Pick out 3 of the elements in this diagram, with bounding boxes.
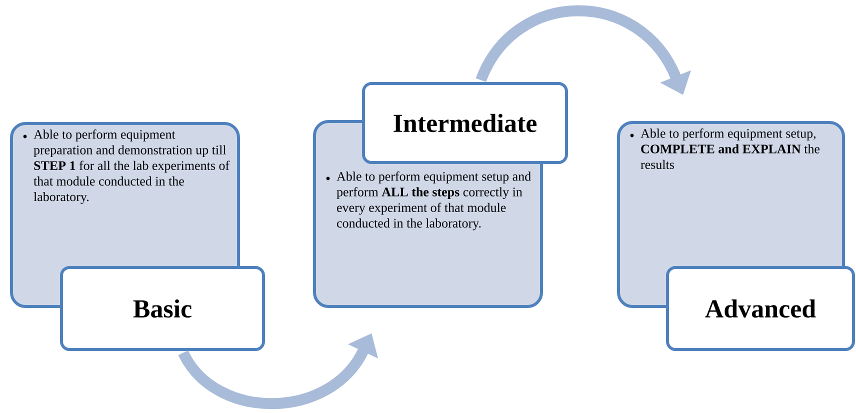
title-box: Intermediate — [362, 82, 568, 164]
title-box: Basic — [60, 266, 265, 351]
title-box: Advanced — [666, 266, 855, 351]
